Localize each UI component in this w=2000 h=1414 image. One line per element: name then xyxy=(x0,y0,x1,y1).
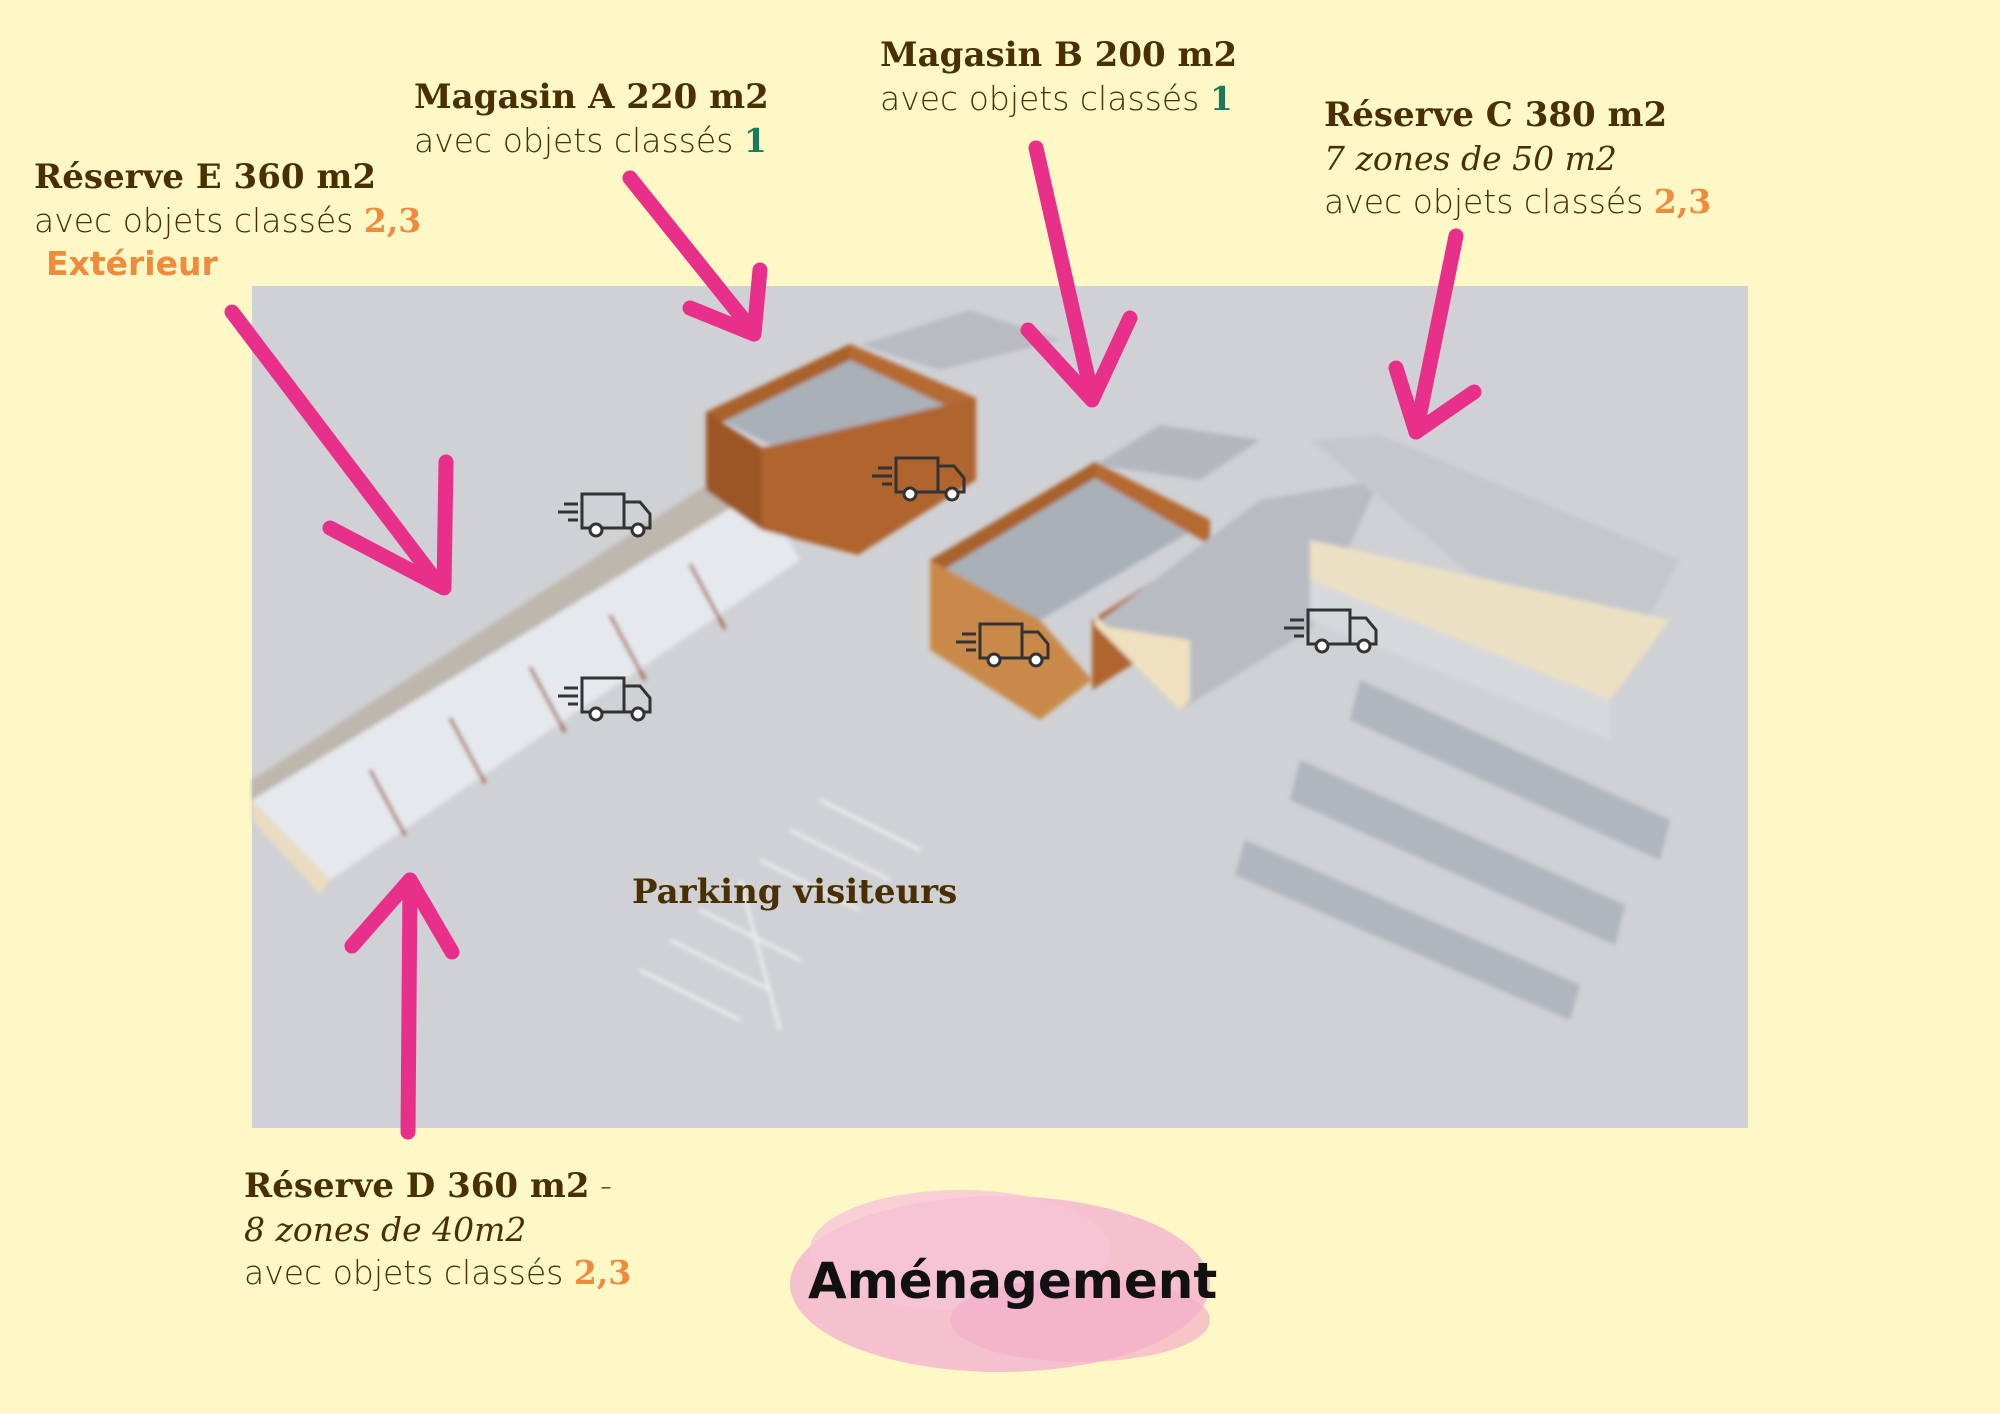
parking-label: Parking visiteurs xyxy=(632,872,958,912)
arrow-reserve-d xyxy=(344,872,460,1140)
arrow-reserve-e xyxy=(224,304,454,596)
reserve-d-floor xyxy=(252,490,800,880)
magasin-a-wall xyxy=(762,398,976,555)
label-magasin-a: Magasin A 220 m2 avec objets classés 1 xyxy=(414,77,769,160)
reserve-c-title: Réserve C 380 m2 xyxy=(1324,95,1668,135)
arrow-magasin-a xyxy=(622,170,768,342)
parking-markings xyxy=(639,798,921,1031)
arrow-reserve-c xyxy=(1388,228,1482,440)
reserve-d-zones: 8 zones de 40m2 xyxy=(244,1210,527,1249)
label-reserve-e: Réserve E 360 m2 avec objets classés 2,3… xyxy=(34,157,422,283)
parking-row-1 xyxy=(1350,680,1670,860)
amenagement-title: Aménagement xyxy=(808,1252,1218,1310)
reserve-e-roof xyxy=(252,470,760,800)
magasin-b-wall xyxy=(930,560,1092,720)
reserve-e-title: Réserve E 360 m2 xyxy=(34,157,376,197)
label-magasin-b: Magasin B 200 m2 avec objets classés 1 xyxy=(880,35,1238,118)
label-reserve-c: Réserve C 380 m2 7 zones de 50 m2 avec o… xyxy=(1324,95,1712,221)
reserve-d-title: Réserve D 360 m2 xyxy=(244,1166,590,1206)
parking-row-2 xyxy=(1290,760,1625,945)
magasin-a-title: Magasin A 220 m2 xyxy=(414,77,769,117)
magasin-b-title: Magasin B 200 m2 xyxy=(880,35,1238,75)
amenagement-badge-background xyxy=(790,1190,1210,1372)
reserve-c-zones: 7 zones de 50 m2 xyxy=(1324,139,1617,178)
parking-row-3 xyxy=(1235,840,1580,1020)
reserve-e-exterior: Extérieur xyxy=(46,244,218,283)
arrow-magasin-b xyxy=(1020,140,1138,408)
label-reserve-d: Réserve D 360 m2 - 8 zones de 40m2 avec … xyxy=(244,1166,632,1292)
